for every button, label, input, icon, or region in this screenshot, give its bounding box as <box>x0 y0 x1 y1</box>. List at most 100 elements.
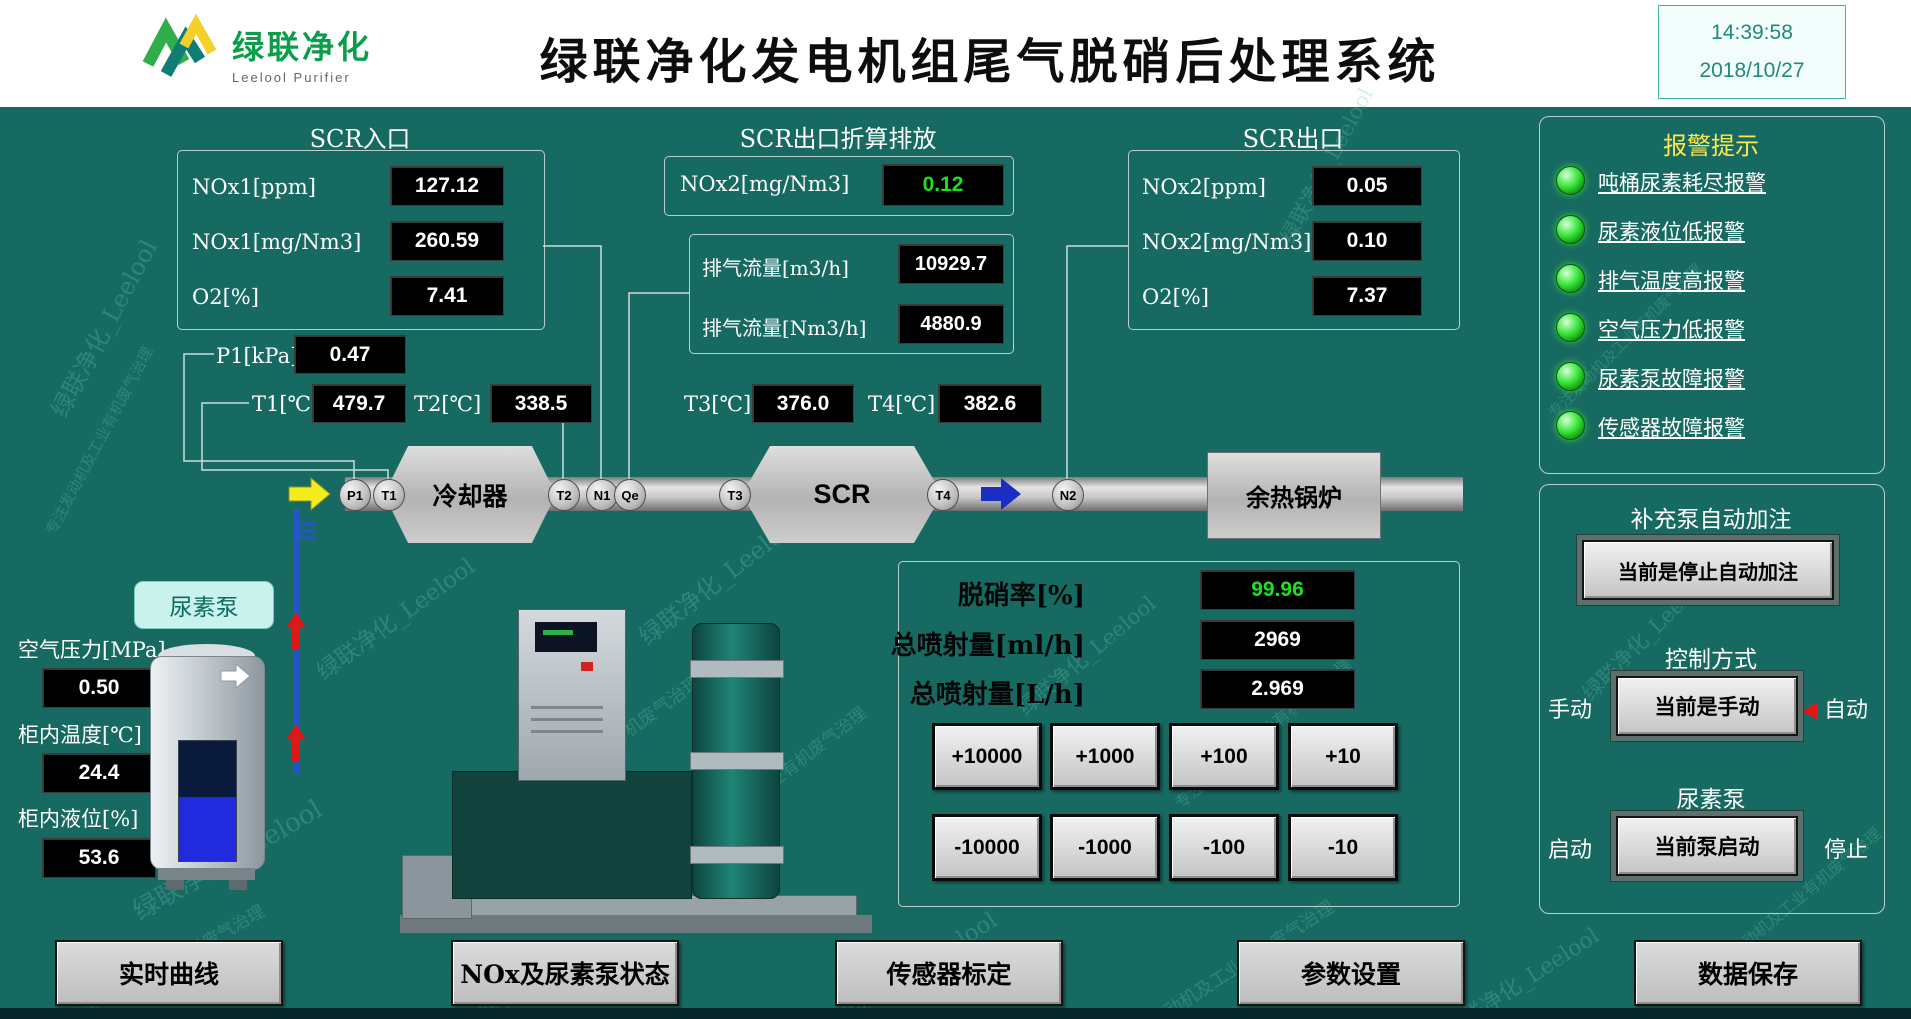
watermark: 绿联净化_Leelool <box>45 235 164 423</box>
alarm-item-4: 尿素泵故障报警 <box>1598 367 1745 391</box>
pump-toggle-button[interactable]: 当前泵启动 <box>1616 816 1798 876</box>
injection-mlh-value: 2969 <box>1200 620 1355 660</box>
alarm-panel <box>1539 116 1885 474</box>
cabinet-screen-line <box>543 630 573 635</box>
injection-panel <box>898 561 1460 907</box>
nav-data-save-button[interactable]: 数据保存 <box>1634 940 1862 1006</box>
tank-base <box>158 868 255 880</box>
alternator-band <box>690 846 784 864</box>
generator-floor-plate <box>400 915 872 933</box>
cabinet-vent <box>531 718 603 721</box>
scr-inlet-label-2: O2[%] <box>192 285 259 309</box>
decrease-1000-button[interactable]: -1000 <box>1050 814 1160 881</box>
logo-icon <box>142 13 217 77</box>
logo: 绿联净化 Leelool Purifier <box>232 22 372 85</box>
tag-t3: T3 <box>719 479 751 511</box>
p1-label: P1[kPa] <box>216 344 299 368</box>
scr-outlet-panel <box>1128 150 1460 330</box>
scr-outlet-conv-nox-value: 0.12 <box>882 164 1004 206</box>
tag-t4: T4 <box>927 479 959 511</box>
scr-outlet-label-1: NOx2[mg/Nm3] <box>1142 230 1312 254</box>
denox-rate-value: 99.96 <box>1200 570 1355 610</box>
increase-1000-button[interactable]: +1000 <box>1050 723 1160 790</box>
nav-realtime-curve-button[interactable]: 实时曲线 <box>55 940 283 1006</box>
urea-tank-graphic <box>150 644 265 896</box>
increase-100-button[interactable]: +100 <box>1169 723 1279 790</box>
scr-inlet-title: SCR入口 <box>309 125 411 153</box>
control-cabinet <box>518 609 626 781</box>
alarm-led-0 <box>1556 166 1585 195</box>
scr-outlet-label-0: NOx2[ppm] <box>1142 175 1266 199</box>
injection-lh-label: 总喷射量[L/h] <box>909 680 1085 710</box>
cabinet-level-label: 柜内液位[%] <box>18 807 139 831</box>
nav-nox-pump-status-button[interactable]: NOx及尿素泵状态 <box>451 940 679 1006</box>
decrease-100-button[interactable]: -100 <box>1169 814 1279 881</box>
tag-t1: T1 <box>373 479 405 511</box>
cooler-unit: 冷却器 <box>384 446 556 543</box>
scr-outlet-conv-nox-label: NOx2[mg/Nm3] <box>680 172 850 196</box>
logo-subtitle: Leelool Purifier <box>232 70 351 85</box>
flow-direction-arrow-yellow <box>288 476 331 512</box>
scr-inlet-label-1: NOx1[mg/Nm3] <box>192 230 362 254</box>
tag-p1: P1 <box>339 479 371 511</box>
cabinet-red-button <box>581 662 593 671</box>
increase-10000-button[interactable]: +10000 <box>932 723 1042 790</box>
alarm-item-2: 排气温度高报警 <box>1598 269 1745 293</box>
generator-graphic <box>400 603 872 933</box>
tag-qe: Qe <box>614 479 646 511</box>
alarm-item-3: 空气压力低报警 <box>1598 318 1745 342</box>
cabinet-screen <box>535 622 597 652</box>
alarm-item-1: 尿素液位低报警 <box>1598 220 1745 244</box>
scr-outlet-title: SCR出口 <box>1242 125 1344 153</box>
refill-toggle-button[interactable]: 当前是停止自动加注 <box>1582 540 1834 600</box>
scr-outlet-conv-nox-panel <box>664 156 1014 216</box>
increase-10-button[interactable]: +10 <box>1288 723 1398 790</box>
mode-toggle-button[interactable]: 当前是手动 <box>1616 676 1798 736</box>
air-pressure-label: 空气压力[MPa] <box>18 638 166 662</box>
tank-liquid-level <box>179 797 236 861</box>
decrease-10000-button[interactable]: -10000 <box>932 814 1042 881</box>
alternator-band <box>690 660 784 678</box>
alarm-item-0: 吨桶尿素耗尽报警 <box>1598 171 1766 195</box>
t2-label: T2[℃] <box>414 392 482 416</box>
tag-n1: N1 <box>586 479 618 511</box>
nav-sensor-calibration-button[interactable]: 传感器标定 <box>835 940 1063 1006</box>
t1-value: 479.7 <box>312 384 406 423</box>
alarm-led-1 <box>1556 215 1585 244</box>
header: 绿联净化 Leelool Purifier 绿联净化发电机组尾气脱硝后处理系统 … <box>0 0 1911 107</box>
scr-inlet-value-1: 260.59 <box>390 221 504 261</box>
flow-value-1: 4880.9 <box>898 304 1004 344</box>
clock-time: 14:39:58 <box>1711 21 1793 44</box>
alarm-panel-title: 报警提示 <box>1663 132 1759 160</box>
alarm-led-2 <box>1556 264 1585 293</box>
t1-label: T1[℃] <box>252 392 320 416</box>
injection-mlh-label: 总喷射量[ml/h] <box>890 631 1085 661</box>
urea-feed-line <box>293 509 300 774</box>
engine-block <box>452 771 692 899</box>
t4-value: 382.6 <box>938 384 1042 423</box>
decrease-10-button[interactable]: -10 <box>1288 814 1398 881</box>
scr-outlet-value-1: 0.10 <box>1312 221 1422 261</box>
page-title: 绿联净化发电机组尾气脱硝后处理系统 <box>539 34 1441 90</box>
watermark: 专注发动机及工业有机废气治理 <box>42 343 157 538</box>
urea-pump-tag: 尿素泵 <box>134 581 274 629</box>
scr-outlet-value-0: 0.05 <box>1312 166 1422 206</box>
cabinet-temp-label: 柜内温度[℃] <box>18 723 142 747</box>
scr-outlet-value-2: 7.37 <box>1312 276 1422 316</box>
bottom-strip <box>0 1008 1911 1019</box>
flow-label-1: 排气流量[Nm3/h] <box>702 316 867 340</box>
pump-stop-label: 停止 <box>1824 838 1869 863</box>
waste-heat-boiler-unit: 余热锅炉 <box>1207 452 1381 539</box>
flow-value-0: 10929.7 <box>898 244 1004 284</box>
alternator-band <box>690 752 784 770</box>
scr-unit: SCR <box>742 446 942 543</box>
scr-inlet-value-2: 7.41 <box>390 276 504 316</box>
mode-title: 控制方式 <box>1665 647 1757 673</box>
scr-inlet-label-0: NOx1[ppm] <box>192 175 316 199</box>
logo-name: 绿联净化 <box>232 28 373 66</box>
urea-flow-arrow-up-1 <box>286 612 306 650</box>
tag-t2: T2 <box>548 479 580 511</box>
nav-parameter-settings-button[interactable]: 参数设置 <box>1237 940 1465 1006</box>
urea-flow-arrow-up-2 <box>286 724 306 762</box>
